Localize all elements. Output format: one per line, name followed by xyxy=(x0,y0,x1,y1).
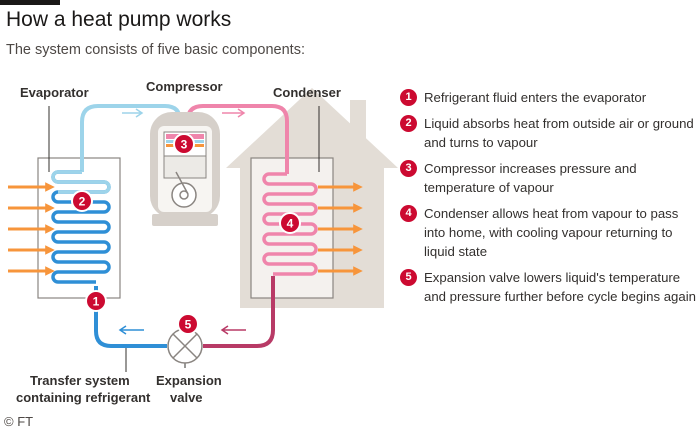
heat-arrows-in xyxy=(8,182,55,276)
label-expansion-line1: Expansion xyxy=(156,373,222,388)
marker-1: 1 xyxy=(85,290,107,312)
legend-number: 1 xyxy=(400,89,417,106)
label-transfer-line1: Transfer system xyxy=(30,373,130,388)
legend-text: Liquid absorbs heat from outside air or … xyxy=(424,116,694,150)
label-expansion-line2: valve xyxy=(170,390,203,405)
legend-text: Expansion valve lowers liquid's temperat… xyxy=(424,270,696,304)
legend-item-5: 5 Expansion valve lowers liquid's temper… xyxy=(400,268,698,306)
legend-text: Compressor increases pressure and temper… xyxy=(424,161,637,195)
legend-item-3: 3 Compressor increases pressure and temp… xyxy=(400,159,698,197)
source-credit: © FT xyxy=(4,414,34,429)
house-chimney xyxy=(350,100,366,140)
legend-list: 1 Refrigerant fluid enters the evaporato… xyxy=(400,88,698,313)
marker-5: 5 xyxy=(177,313,199,335)
label-evaporator: Evaporator xyxy=(20,85,89,100)
pipe-valve-to-evaporator xyxy=(94,286,167,348)
label-compressor: Compressor xyxy=(146,79,223,94)
top-accent-bar xyxy=(0,0,60,5)
svg-text:5: 5 xyxy=(185,318,192,332)
svg-text:3: 3 xyxy=(181,138,188,152)
legend-item-1: 1 Refrigerant fluid enters the evaporato… xyxy=(400,88,698,107)
label-transfer-line2: containing refrigerant xyxy=(16,390,151,405)
legend-number: 4 xyxy=(400,205,417,222)
legend-text: Condenser allows heat from vapour to pas… xyxy=(424,206,679,259)
legend-text: Refrigerant fluid enters the evaporator xyxy=(424,90,647,105)
svg-text:4: 4 xyxy=(287,217,294,231)
heat-arrows-out xyxy=(318,182,363,276)
expansion-valve xyxy=(167,328,203,364)
pipe-condenser-to-valve xyxy=(203,276,275,348)
label-condenser: Condenser xyxy=(273,85,341,100)
marker-3: 3 xyxy=(173,133,195,155)
legend-item-4: 4 Condenser allows heat from vapour to p… xyxy=(400,204,698,261)
marker-2: 2 xyxy=(71,190,93,212)
page-title: How a heat pump works xyxy=(6,8,232,31)
svg-text:1: 1 xyxy=(93,295,100,309)
heat-pump-diagram: Evaporator Compressor Condenser Transfer… xyxy=(8,79,398,405)
legend-number: 5 xyxy=(400,269,417,286)
legend-number: 2 xyxy=(400,115,417,132)
page-subtitle: The system consists of five basic compon… xyxy=(6,42,305,58)
legend-number: 3 xyxy=(400,160,417,177)
marker-4: 4 xyxy=(279,212,301,234)
compressor xyxy=(150,112,220,226)
legend-item-2: 2 Liquid absorbs heat from outside air o… xyxy=(400,114,698,152)
svg-text:2: 2 xyxy=(79,195,86,209)
